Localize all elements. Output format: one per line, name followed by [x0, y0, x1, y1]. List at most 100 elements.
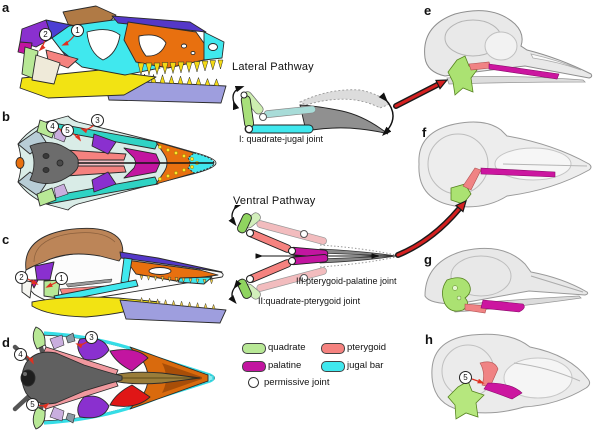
- ghost-pterygoid-palatine: [256, 220, 327, 245]
- quadrate-foramen: [452, 285, 458, 291]
- premaxilla-patch-shape: [177, 276, 213, 285]
- rotation-arrow: [232, 85, 245, 111]
- joint-marker-2: 2: [15, 271, 28, 284]
- ct-nasal-slit: [530, 53, 582, 71]
- nasal-strip-shape: [119, 251, 223, 273]
- panel-label-g: g: [424, 252, 432, 267]
- ventral-pathway-title: Ventral Pathway: [233, 195, 316, 207]
- quadrate-highlight: [447, 380, 485, 420]
- ct-skull-g-lateral: [424, 247, 589, 314]
- rotation-arrow: [228, 205, 242, 227]
- joint-marker-5: 5: [459, 371, 472, 384]
- ectopterygoid-shape: [91, 171, 117, 193]
- lavender-bone-bit: [49, 334, 65, 350]
- paroccipital-shape: [17, 171, 47, 197]
- permissive-joint-circle: [259, 113, 267, 121]
- quadrate-shape: [32, 326, 46, 350]
- skull-d-bird-ventral: [12, 326, 215, 430]
- pterygoid-glimpse-shape: [45, 49, 79, 69]
- ct-skull-f-ventral: [418, 121, 592, 208]
- jugal-bar-shape: [244, 124, 314, 134]
- braincase-shape: [29, 142, 79, 184]
- palatine-highlight: [480, 167, 556, 178]
- panel-label-d: d: [2, 335, 10, 350]
- joint-marker-3: 3: [85, 331, 98, 344]
- panel-label-h: h: [425, 332, 433, 347]
- joint-iii-caption: III:pterygoid-palatine joint: [296, 276, 397, 286]
- occipital-condyle: [15, 157, 25, 169]
- upper-teeth: [137, 59, 224, 76]
- rotation-arrow: [228, 279, 242, 304]
- quadrate-foramen: [456, 295, 462, 301]
- gray-anchor-bit: [65, 332, 76, 344]
- maxilla-foramen: [190, 50, 196, 56]
- lavender-bone-bit: [53, 183, 69, 199]
- braincase-opening: [56, 159, 64, 167]
- ct-braincase-detail: [450, 255, 512, 297]
- beak-half-shape: [319, 255, 397, 264]
- orbit-opening: [86, 29, 121, 61]
- permissive-joint-circle: [287, 246, 297, 256]
- permissive-joint-circle: [245, 228, 255, 238]
- upper-tiny-teeth: [139, 275, 214, 284]
- quadrate-label: quadrate: [268, 342, 306, 353]
- ghost-beak-edge: [319, 256, 397, 268]
- condyle-dot: [23, 372, 27, 376]
- permissive-joint-circle: [240, 91, 248, 99]
- quadrate-swatch: [242, 343, 266, 354]
- beak-half-shape: [319, 248, 397, 257]
- panel-label-f: f: [422, 125, 427, 140]
- lavender-bone-bit: [49, 406, 65, 422]
- ectopterygoid-shape: [77, 395, 110, 419]
- paroccipital-shape: [17, 129, 47, 155]
- permissive-joint-circle: [287, 256, 297, 266]
- joint-marker-4: 4: [14, 348, 27, 361]
- ghost-beak-edge: [319, 244, 397, 256]
- palatine-swatch: [242, 361, 266, 372]
- maxilla-foramen: [180, 43, 188, 49]
- cranium-shape: [25, 227, 124, 271]
- lower-teeth: [141, 73, 220, 87]
- palatine-shape: [109, 349, 149, 372]
- ct-midline: [502, 163, 588, 167]
- braincase-shape: [21, 351, 123, 405]
- joint-i-caption: I: quadrate-jugal joint: [239, 134, 324, 144]
- palatine-label: palatine: [268, 360, 302, 371]
- ghost-pterygoid-palatine: [256, 267, 327, 292]
- joint-marker-3: 3: [91, 114, 104, 127]
- nasal-strip-shape: [111, 15, 207, 33]
- palatine-highlight: [483, 382, 523, 400]
- pterygoid-swatch: [321, 343, 345, 354]
- lateral-pathway-diagram: [232, 85, 394, 136]
- ventral-pathway-diagram: [228, 205, 397, 304]
- lateral-pathway-title: Lateral Pathway: [232, 61, 314, 73]
- joint-marker-1: 1: [55, 272, 68, 285]
- palatine-highlight: [488, 63, 560, 80]
- quadrate-shape: [36, 187, 57, 207]
- jugal-bar-label: jugal bar: [347, 360, 384, 371]
- permissive-joint-circle: [300, 274, 308, 282]
- gray-streak: [65, 278, 113, 288]
- ct-beak-line: [530, 275, 584, 293]
- pterygoid-label: pterygoid: [347, 342, 387, 353]
- joint-marker-5: 5: [26, 398, 39, 411]
- permissive-joint-circle: [300, 230, 308, 238]
- permissive-joint-circle: [244, 124, 254, 134]
- quadrate-shape: [32, 406, 46, 430]
- ectopterygoid-shape: [91, 133, 117, 155]
- tooth-dots: [158, 145, 199, 181]
- beak-fenestra: [148, 267, 172, 275]
- quadrate-highlight: [450, 183, 472, 205]
- panel-label-b: b: [2, 109, 10, 124]
- skull-b-theropod-ventral: [15, 115, 217, 211]
- foramen-magnum: [20, 369, 36, 387]
- braincase-opening: [42, 167, 50, 173]
- panel-label-c: c: [2, 232, 10, 247]
- gray-anchor-bit: [65, 412, 76, 424]
- ghost-beak-shape: [298, 89, 391, 109]
- cranium-inner-line: [33, 232, 116, 263]
- permissive-joint-swatch: [248, 377, 259, 388]
- ct-orbit: [484, 31, 518, 61]
- jugal-bar-swatch: [321, 361, 345, 372]
